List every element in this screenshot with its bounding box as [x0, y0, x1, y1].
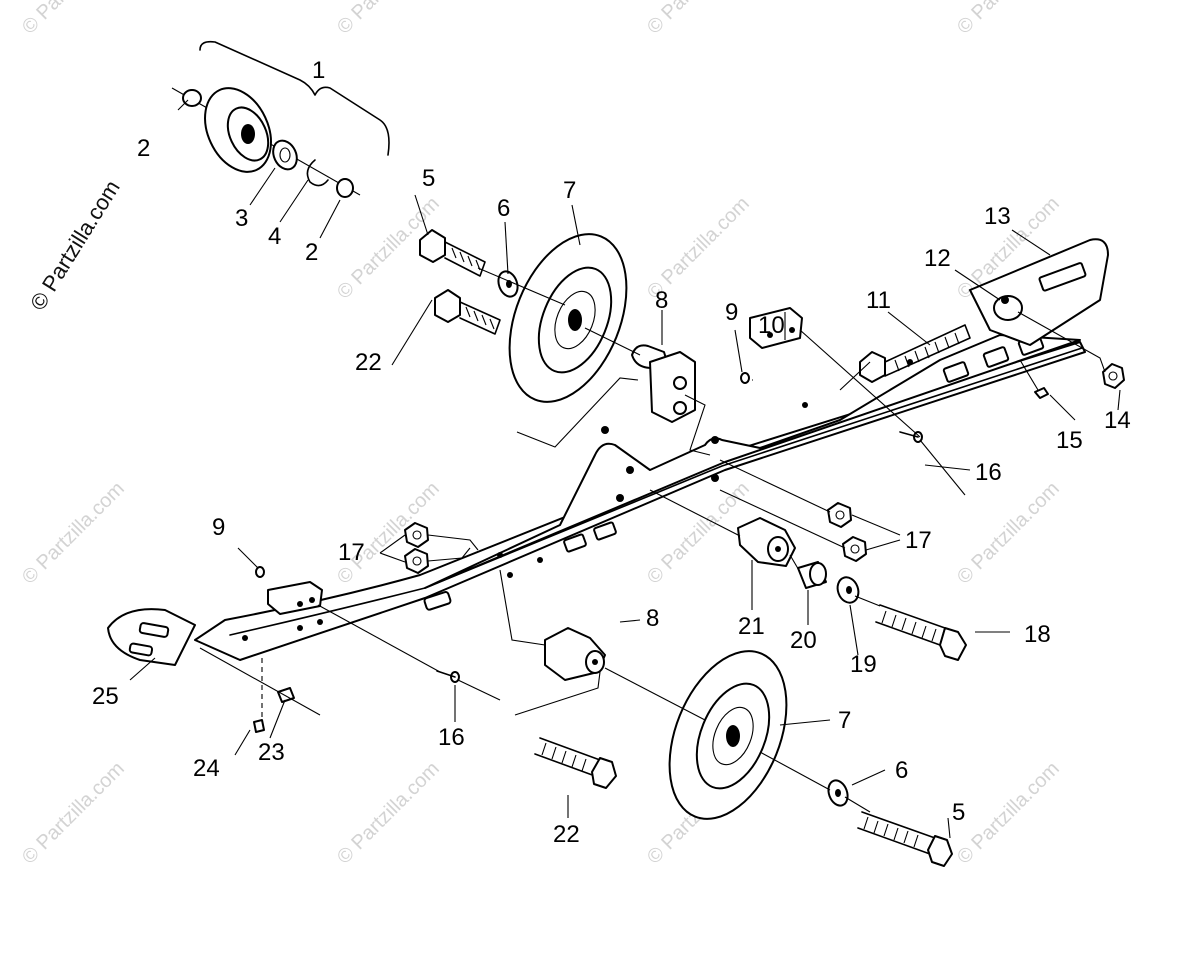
- callout-13: 13: [984, 203, 1011, 230]
- block-10-lower: [267, 581, 323, 615]
- bolt-18: [875, 604, 967, 661]
- pivot-bracket-lower: [544, 627, 606, 681]
- callout-6: 6: [497, 195, 510, 222]
- callout-7: 7: [838, 707, 851, 734]
- assembly-lines: [199, 267, 1106, 813]
- watermark: © Partzilla.com: [643, 0, 754, 39]
- callout-5: 5: [422, 165, 435, 192]
- callout-2: 2: [137, 135, 150, 162]
- bolt-lower-5: [857, 811, 953, 867]
- callout-22: 22: [553, 821, 580, 848]
- nuts-17-left: [404, 522, 429, 574]
- callout-9: 9: [212, 514, 225, 541]
- callout-labels: 1 2 3 4 2 5 6 7 8 9 10 11 12 13 14 15 16…: [92, 57, 1131, 848]
- callout-11: 11: [866, 287, 891, 314]
- callout-4: 4: [268, 223, 281, 250]
- callout-15: 15: [1056, 427, 1083, 454]
- nut-14: [1102, 363, 1125, 389]
- callout-23: 23: [258, 739, 285, 766]
- callout-24: 24: [193, 755, 220, 782]
- pin-16-upper: [899, 431, 923, 443]
- callout-5: 5: [952, 799, 965, 826]
- watermark: © Partzilla.com: [953, 758, 1064, 869]
- callout-16: 16: [438, 724, 465, 751]
- callout-20: 20: [790, 627, 817, 654]
- callout-8: 8: [655, 287, 668, 314]
- rear-end-plate: [969, 238, 1109, 346]
- rivet-23: [277, 687, 295, 703]
- callout-17: 17: [338, 539, 365, 566]
- bolt-11: [859, 324, 971, 383]
- idler-wheel-lower: [668, 650, 788, 820]
- callout-21: 21: [738, 613, 765, 640]
- leader-lines: [129, 194, 1121, 839]
- watermark: © Partzilla.com: [953, 478, 1064, 589]
- nuts-17-right: [827, 502, 867, 562]
- idler-wheel-assembly-small: [171, 40, 390, 239]
- watermark: © Partzilla.com: [333, 758, 444, 869]
- block-10-upper: [749, 307, 803, 349]
- screw-24: [253, 719, 265, 733]
- callout-2: 2: [305, 239, 318, 266]
- watermark: © Partzilla.com: [333, 0, 444, 39]
- bolt-lower-22: [534, 737, 617, 789]
- watermark: © Partzilla.com: [953, 0, 1064, 39]
- callout-10: 10: [758, 312, 785, 339]
- front-tip-plate: [107, 608, 196, 666]
- watermark-main: © Partzilla.com: [25, 176, 125, 315]
- callout-19: 19: [850, 651, 877, 678]
- spacer-20: [797, 561, 827, 589]
- pivot-bracket-upper: [631, 344, 696, 423]
- rivet-15: [1034, 387, 1049, 399]
- watermark: © Partzilla.com: [18, 758, 129, 869]
- callout-22: 22: [355, 349, 382, 376]
- callout-3: 3: [235, 205, 248, 232]
- callout-16: 16: [975, 459, 1002, 486]
- callout-14: 14: [1104, 407, 1131, 434]
- leader-22-upper: [391, 299, 433, 366]
- callout-8: 8: [646, 605, 659, 632]
- idler-wheel-upper: [508, 233, 628, 403]
- callout-17: 17: [905, 527, 932, 554]
- slide-rail: [194, 334, 1086, 661]
- bolt-upper-5: [419, 229, 486, 277]
- callout-6: 6: [895, 757, 908, 784]
- callout-7: 7: [563, 177, 576, 204]
- watermark: © Partzilla.com: [18, 478, 129, 589]
- callout-25: 25: [92, 683, 119, 710]
- callout-1: 1: [312, 57, 325, 84]
- watermark: © Partzilla.com: [18, 0, 129, 39]
- bracket-21: [737, 517, 796, 567]
- clip-9-upper: [740, 372, 750, 384]
- callout-18: 18: [1024, 621, 1051, 648]
- bolt-upper-22: [434, 289, 501, 335]
- clip-9-lower: [255, 566, 265, 578]
- pin-16-lower: [436, 670, 460, 683]
- callout-12: 12: [924, 245, 951, 272]
- callout-9: 9: [725, 299, 738, 326]
